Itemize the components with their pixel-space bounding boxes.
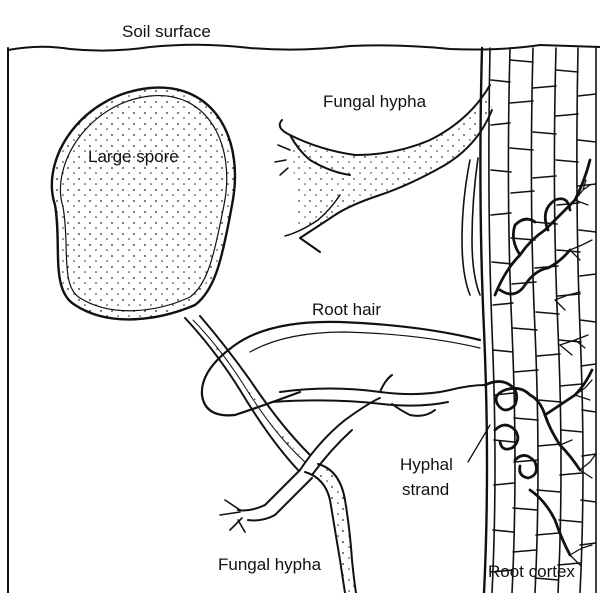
label-fungal-hypha-top: Fungal hypha bbox=[323, 92, 427, 111]
label-hyphal-strand-line2: strand bbox=[402, 480, 449, 499]
label-fungal-hypha-bottom: Fungal hypha bbox=[218, 555, 322, 574]
root-cortex bbox=[480, 48, 596, 593]
label-large-spore: Large spore bbox=[88, 147, 179, 166]
hyphal-coils bbox=[485, 160, 592, 555]
soil-surface-line bbox=[8, 45, 600, 51]
label-soil-surface: Soil surface bbox=[122, 22, 211, 41]
large-spore bbox=[52, 88, 235, 320]
label-root-hair: Root hair bbox=[312, 300, 381, 319]
label-root-cortex: Root cortex bbox=[488, 562, 575, 581]
label-hyphal-strand-line1: Hyphal bbox=[400, 455, 453, 474]
